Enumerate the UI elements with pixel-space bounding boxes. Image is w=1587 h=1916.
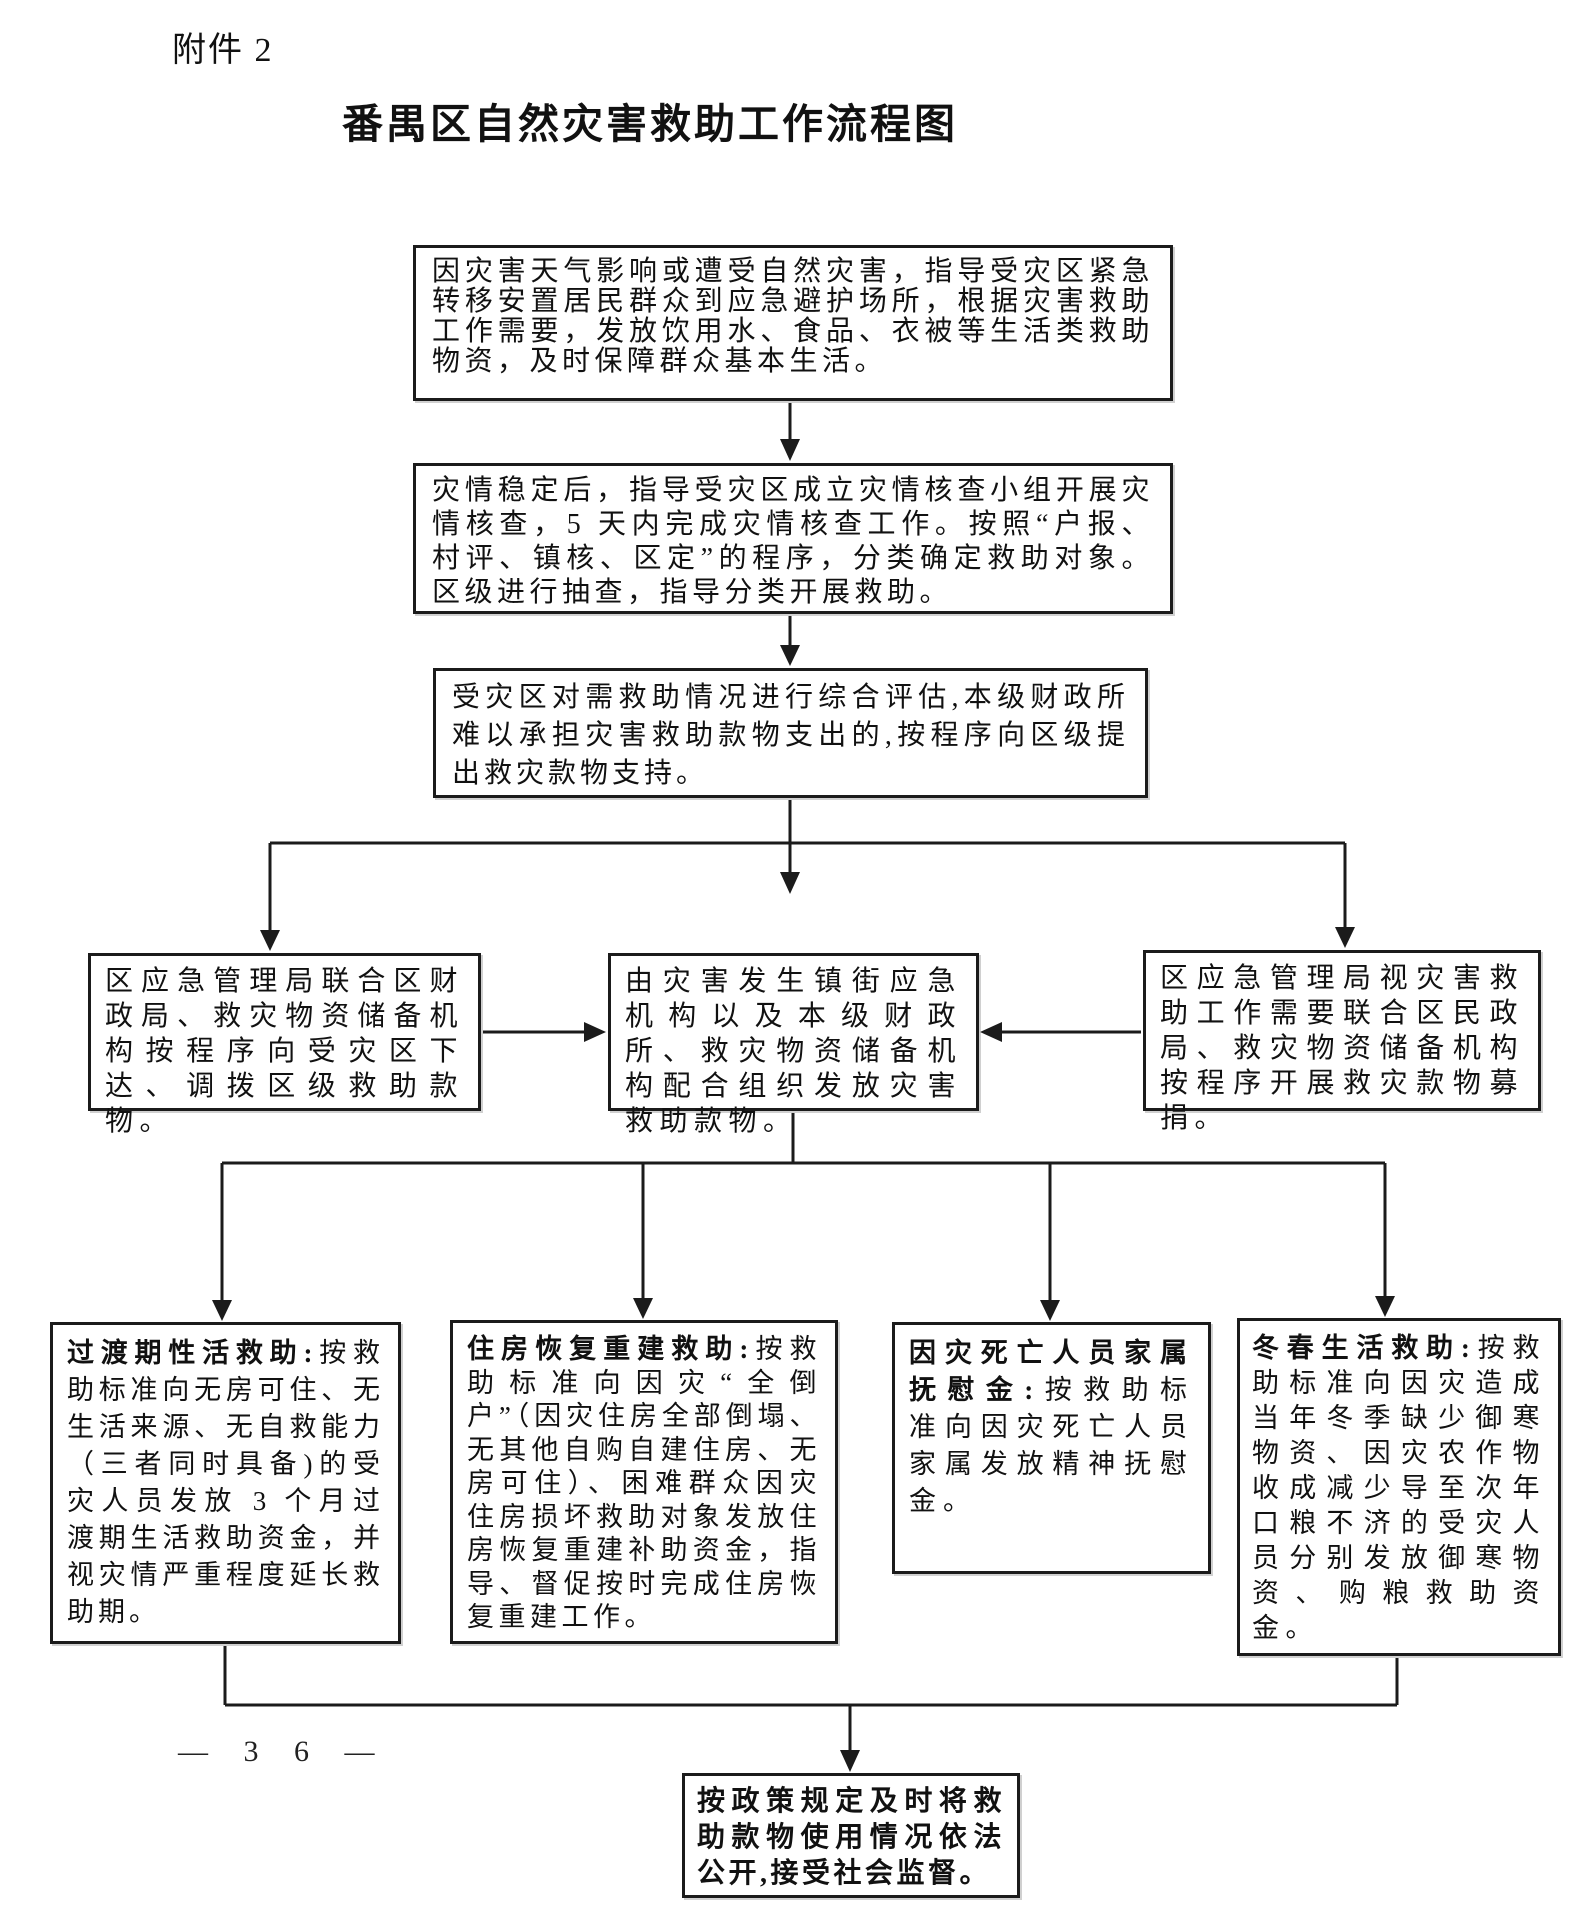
box-disaster-verification-text: 灾情稳定后，指导受灾区成立灾情核查小组开展灾情核查，5 天内完成灾情核查工作。按… [432,475,1154,608]
box-transitional-living-assistance-label: 过渡期性活救助: [67,1338,317,1368]
box-death-condolence-payment-body: 按救助标准向因灾死亡人员家属发放精神抚慰金。 [909,1375,1194,1516]
box-district-allocation: 区应急管理局联合区财政局、救灾物资储备机构按程序向受灾区下达、调拨区级救助款物。 [88,953,481,1137]
box-winter-spring-assistance-text: 冬春生活救助:按救助标准向因灾造成当年冬季缺少御寒物资、因灾农作物收成减少导至次… [1252,1331,1546,1646]
box-town-distribution: 由灾害发生镇街应急机构以及本级财政所、救灾物资储备机构配合组织发放灾害救助款物。 [608,953,979,1137]
box-winter-spring-assistance-body: 按救助标准向因灾造成当年冬季缺少御寒物资、因灾农作物收成减少导至次年口粮不济的受… [1252,1333,1546,1643]
box-emergency-response: 因灾害天气影响或遭受自然灾害，指导受灾区紧急转移安置居民群众到应急避护场所，根据… [413,245,1173,401]
box-donation-drive: 区应急管理局视灾害救助工作需要联合区民政局、救灾物资储备机构按程序开展救灾款物募… [1143,950,1541,1134]
box-disaster-verification: 灾情稳定后，指导受灾区成立灾情核查小组开展灾情核查，5 天内完成灾情核查工作。按… [413,463,1173,614]
box-district-allocation-text: 区应急管理局联合区财政局、救灾物资储备机构按程序向受灾区下达、调拨区级救助款物。 [105,966,464,1137]
box-emergency-response-text: 因灾害天气影响或遭受自然灾害，指导受灾区紧急转移安置居民群众到应急避护场所，根据… [432,256,1154,377]
box-town-distribution-text: 由灾害发生镇街应急机构以及本级财政所、救灾物资储备机构配合组织发放灾害救助款物。 [625,966,962,1137]
box-housing-reconstruction-assistance-label: 住房恢复重建救助: [467,1334,753,1364]
page-title: 番禺区自然灾害救助工作流程图 [342,101,958,147]
box-death-condolence-payment: 因灾死亡人员家属抚慰金:按救助标准向因灾死亡人员家属发放精神抚慰金。 [892,1322,1211,1574]
box-housing-reconstruction-assistance: 住房恢复重建救助:按救助标准向因灾“全倒户”（因灾住房全部倒塌、无其他自购自建住… [450,1320,838,1644]
box-winter-spring-assistance: 冬春生活救助:按救助标准向因灾造成当年冬季缺少御寒物资、因灾农作物收成减少导至次… [1237,1318,1561,1656]
box-public-disclosure: 按政策规定及时将救助款物使用情况依法公开,接受社会监督。 [682,1773,1020,1898]
box-donation-drive-text: 区应急管理局视灾害救助工作需要联合区民政局、救灾物资储备机构按程序开展救灾款物募… [1160,963,1524,1134]
box-winter-spring-assistance-label: 冬春生活救助: [1252,1333,1477,1363]
box-transitional-living-assistance-text: 过渡期性活救助:按救助标准向无房可住、无生活来源、无自救能力（三者同时具备)的受… [67,1335,384,1631]
box-death-condolence-payment-label: 因灾死亡人员家属抚慰金: [909,1338,1194,1405]
box-housing-reconstruction-assistance-body: 按救助标准向因灾“全倒户”（因灾住房全部倒塌、无其他自购自建住房、无房可住）、困… [467,1334,822,1632]
box-death-condolence-payment-text: 因灾死亡人员家属抚慰金:按救助标准向因灾死亡人员家属发放精神抚慰金。 [909,1335,1194,1520]
box-transitional-living-assistance-body: 按救助标准向无房可住、无生活来源、无自救能力（三者同时具备)的受灾人员发放 3 … [67,1338,384,1627]
page-number: — 3 6 — [178,1735,389,1768]
box-comprehensive-assessment-text: 受灾区对需救助情况进行综合评估,本级财政所难以承担灾害救助款物支出的,按程序向区… [452,682,1129,789]
box-comprehensive-assessment: 受灾区对需救助情况进行综合评估,本级财政所难以承担灾害救助款物支出的,按程序向区… [433,668,1148,798]
attachment-label: 附件 2 [172,32,274,69]
box-housing-reconstruction-assistance-text: 住房恢复重建救助:按救助标准向因灾“全倒户”（因灾住房全部倒塌、无其他自购自建住… [467,1333,821,1635]
box-transitional-living-assistance: 过渡期性活救助:按救助标准向无房可住、无生活来源、无自救能力（三者同时具备)的受… [50,1322,401,1644]
box-public-disclosure-text: 按政策规定及时将救助款物使用情况依法公开,接受社会监督。 [697,1786,1005,1889]
